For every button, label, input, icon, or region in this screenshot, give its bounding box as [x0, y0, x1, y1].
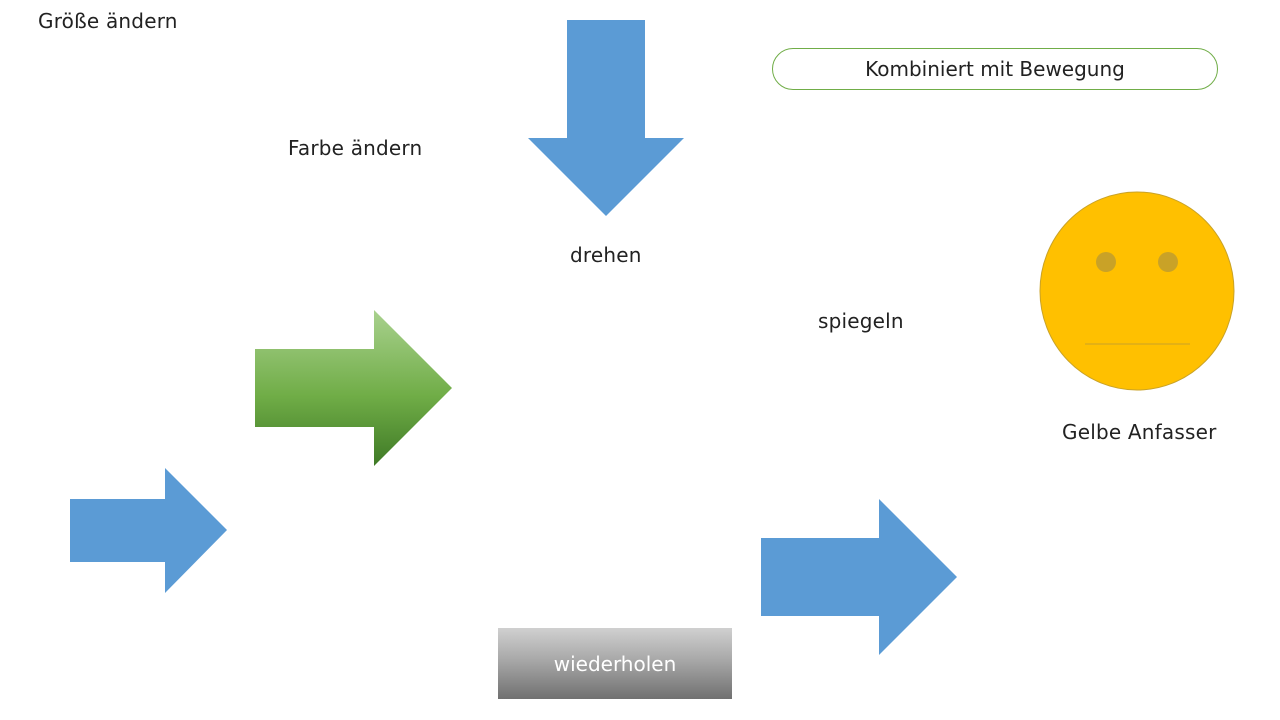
wiederholen-button[interactable]: wiederholen	[498, 628, 732, 699]
label-spiegeln: spiegeln	[818, 309, 904, 333]
smiley-face-shape[interactable]	[1039, 191, 1235, 391]
smiley-right-eye	[1158, 252, 1178, 272]
smiley-left-eye	[1096, 252, 1116, 272]
kombiniert-mit-bewegung-button[interactable]: Kombiniert mit Bewegung	[772, 48, 1218, 90]
label-gelbe-anfasser: Gelbe Anfasser	[1062, 420, 1217, 444]
down-arrow-shape[interactable]	[528, 20, 684, 216]
label-drehen: drehen	[570, 243, 642, 267]
label-farbe-aendern: Farbe ändern	[288, 136, 423, 160]
label-groesse-aendern: Größe ändern	[38, 9, 178, 33]
small-right-arrow-shape[interactable]	[70, 468, 227, 593]
green-arrow-shape[interactable]	[255, 310, 452, 466]
large-right-arrow-shape[interactable]	[761, 499, 957, 655]
